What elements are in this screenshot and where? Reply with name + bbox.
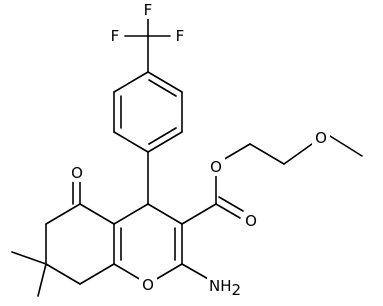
atom-o-ester-link-label: O — [210, 158, 222, 176]
bond-ester-c-o-double — [218, 196, 244, 212]
atom-n-amino-symbol: NH — [209, 277, 232, 295]
atom-o-ester-carbonyl-label: O — [245, 212, 257, 230]
bond-c4-c3 — [147, 203, 183, 225]
atom-o-ketone: O — [68, 164, 86, 182]
bond-ch2-o-methoxy — [283, 143, 313, 165]
atom-f-right-label: F — [176, 27, 185, 45]
bond-c3-c-ester — [181, 203, 217, 225]
bond-c4a-c5 — [79, 203, 115, 225]
atom-n-amino: NH2 — [207, 277, 241, 299]
bond-aryl-1 — [147, 71, 183, 93]
bond-aryl-inner-1 — [148, 79, 177, 97]
bond-c2-n — [181, 263, 211, 281]
bonds — [11, 15, 363, 297]
atom-o-ester-carbonyl: O — [242, 212, 260, 230]
atom-labels: F F F O O O O O — [68, 1, 330, 299]
bond-aryl-inner-2 — [148, 127, 177, 145]
atom-o-ring-label: O — [142, 276, 154, 294]
atom-f-left: F — [107, 27, 123, 45]
bond-ester-c-o — [215, 203, 241, 219]
bond-aryl-4 — [113, 131, 149, 153]
atom-o-methoxy-label: O — [315, 129, 327, 147]
atom-o-ring: O — [139, 276, 157, 294]
bond-ch2-ch2 — [249, 143, 285, 165]
atom-f-top-label: F — [144, 1, 153, 19]
atom-o-ketone-label: O — [71, 164, 83, 182]
atom-n-amino-subscript: 2 — [232, 281, 242, 299]
atom-f-right: F — [172, 27, 188, 45]
atom-f-left-label: F — [111, 27, 120, 45]
atom-f-top: F — [140, 1, 156, 19]
atom-o-methoxy: O — [312, 129, 330, 147]
bond-c7-methyl-b — [37, 263, 47, 297]
bond-c4-c4a — [113, 203, 149, 225]
bond-c5-c6 — [45, 203, 81, 225]
atom-o-ester-link: O — [207, 158, 225, 176]
bond-c8-c8a — [79, 263, 115, 285]
bond-c7-methyl-a — [11, 251, 47, 265]
bond-aryl-3 — [147, 131, 183, 153]
bond-aryl-6 — [113, 71, 149, 93]
bond-c7-c8 — [45, 263, 81, 285]
atom-n-amino-label: NH2 — [209, 277, 241, 299]
bond-o-methoxy-ch3 — [329, 135, 363, 157]
